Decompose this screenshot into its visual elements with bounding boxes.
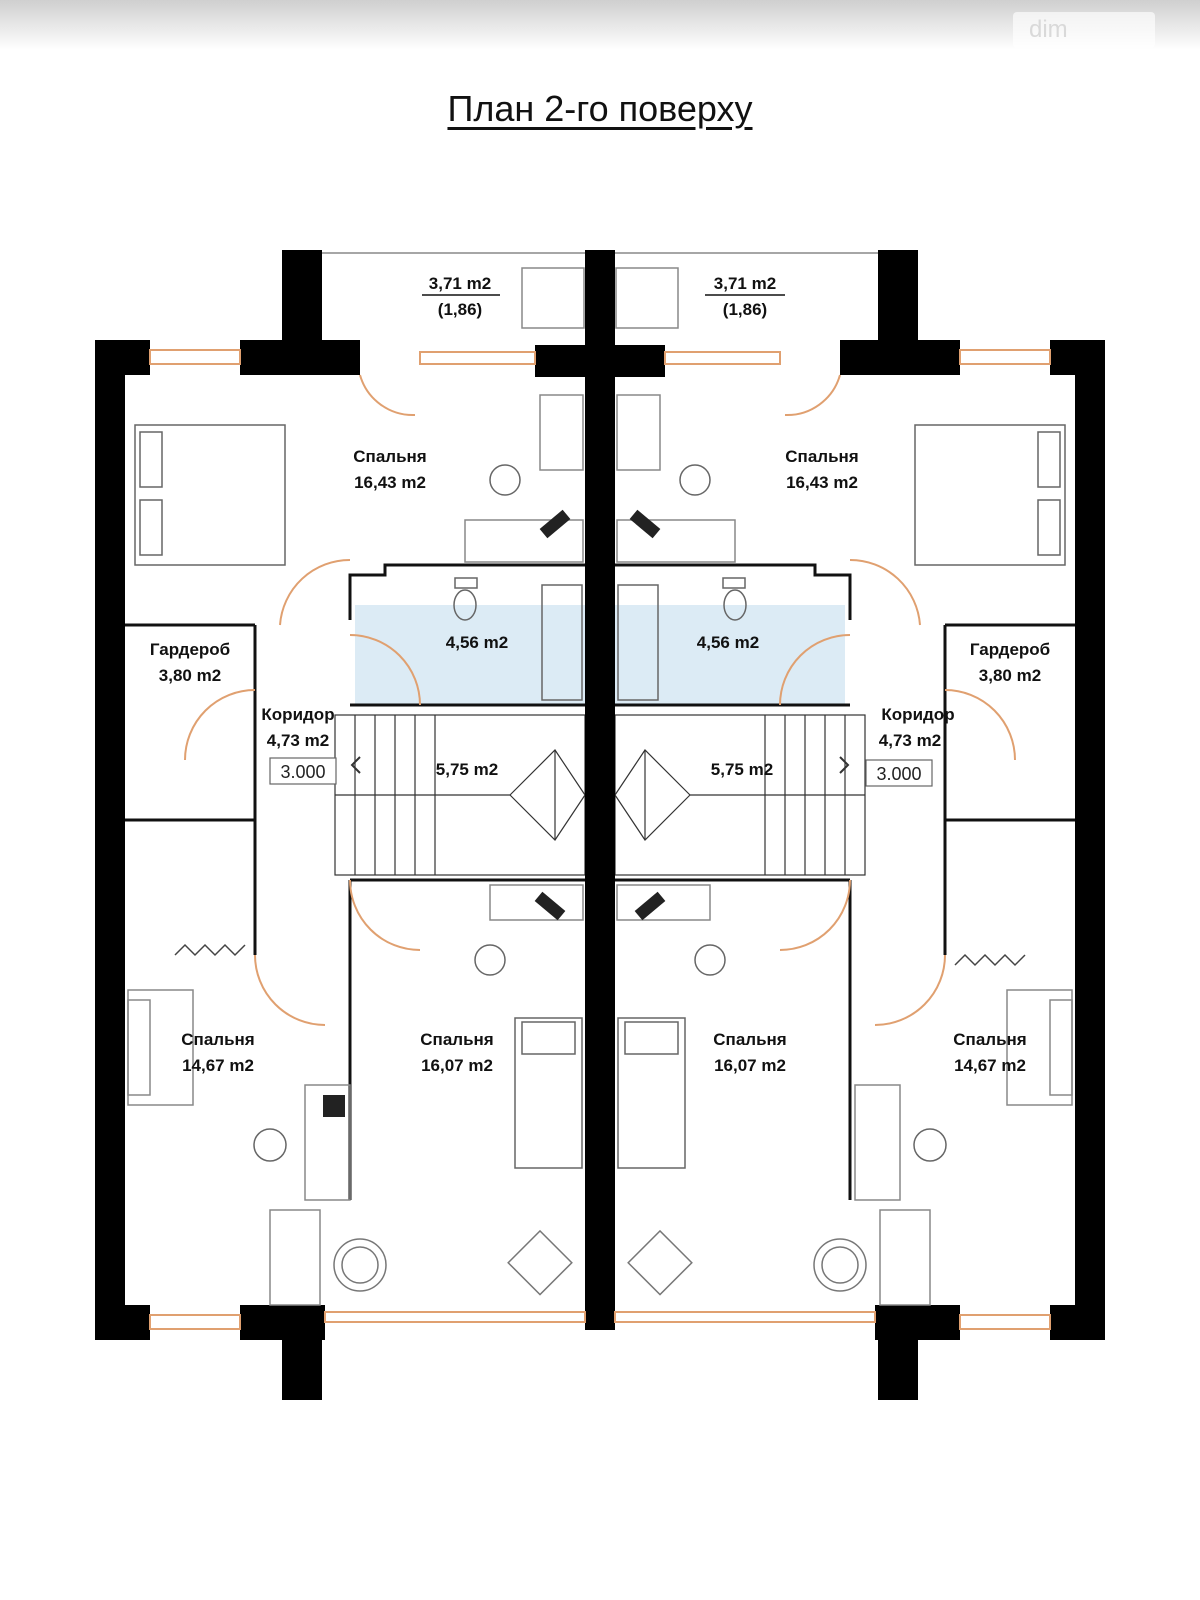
bedroom-side-area-left: 14,67 m2 [182, 1056, 254, 1075]
staircase-left [334, 714, 586, 876]
balcony-sub-right: (1,86) [723, 300, 767, 319]
wardrobe-area-right: 3,80 m2 [979, 666, 1041, 685]
corridor-area-right: 4,73 m2 [879, 731, 941, 750]
master-bedroom-area-left: 16,43 m2 [354, 473, 426, 492]
staircase-right [614, 714, 866, 876]
master-bedroom-right: Спальня [785, 447, 858, 466]
bedroom-side-area-right: 14,67 m2 [954, 1056, 1026, 1075]
radiators [174, 943, 1026, 967]
wardrobe-right: Гардероб [970, 640, 1050, 659]
balcony-sub-left: (1,86) [438, 300, 482, 319]
balconies [322, 252, 878, 329]
stair-area-left: 5,75 m2 [436, 760, 498, 779]
bathroom-area-left: 4,56 m2 [446, 633, 508, 652]
bed-rear-left [514, 1017, 583, 1169]
plants-and-tables [333, 1229, 867, 1296]
watermark-logo: dim [1013, 12, 1155, 48]
level-marks [269, 757, 933, 787]
desks [269, 394, 931, 1306]
master-bedroom-area-right: 16,43 m2 [786, 473, 858, 492]
plan-title: План 2-го поверху [447, 88, 753, 129]
bedroom-rear-left: Спальня [420, 1030, 493, 1049]
bedroom-rear-area-right: 16,07 m2 [714, 1056, 786, 1075]
wardrobe-left: Гардероб [150, 640, 230, 659]
stair-area-right: 5,75 m2 [711, 760, 773, 779]
top-bar [0, 0, 1200, 50]
room-labels: 3,71 m2 (1,86) 3,71 m2 (1,86) Спальня 16… [150, 274, 1050, 1075]
door-swings [184, 374, 1016, 1026]
sofa-right [1006, 989, 1073, 1106]
bedroom-side-left: Спальня [181, 1030, 254, 1049]
master-bedroom-left: Спальня [353, 447, 426, 466]
bed-master-right [914, 424, 1066, 566]
bathroom-fixtures [453, 577, 747, 701]
bathroom-area-right: 4,56 m2 [697, 633, 759, 652]
chairs [253, 464, 947, 1162]
bedroom-rear-area-left: 16,07 m2 [421, 1056, 493, 1075]
bed-rear-right [617, 1017, 686, 1169]
level-mark-right: 3.000 [876, 764, 921, 784]
balcony-area-right: 3,71 m2 [714, 274, 776, 293]
bathroom-tiles [355, 605, 845, 705]
corridor-area-left: 4,73 m2 [267, 731, 329, 750]
corridor-right: Коридор [881, 705, 954, 724]
bedroom-rear-right: Спальня [713, 1030, 786, 1049]
corridor-left: Коридор [261, 705, 334, 724]
monitors [323, 509, 666, 1117]
bed-master-left [134, 424, 286, 566]
bedroom-side-right: Спальня [953, 1030, 1026, 1049]
sofa-left [127, 989, 194, 1106]
balcony-area-left: 3,71 m2 [429, 274, 491, 293]
windows [149, 349, 1051, 1330]
exterior-walls [95, 250, 1105, 1400]
wardrobe-area-left: 3,80 m2 [159, 666, 221, 685]
level-mark-left: 3.000 [280, 762, 325, 782]
